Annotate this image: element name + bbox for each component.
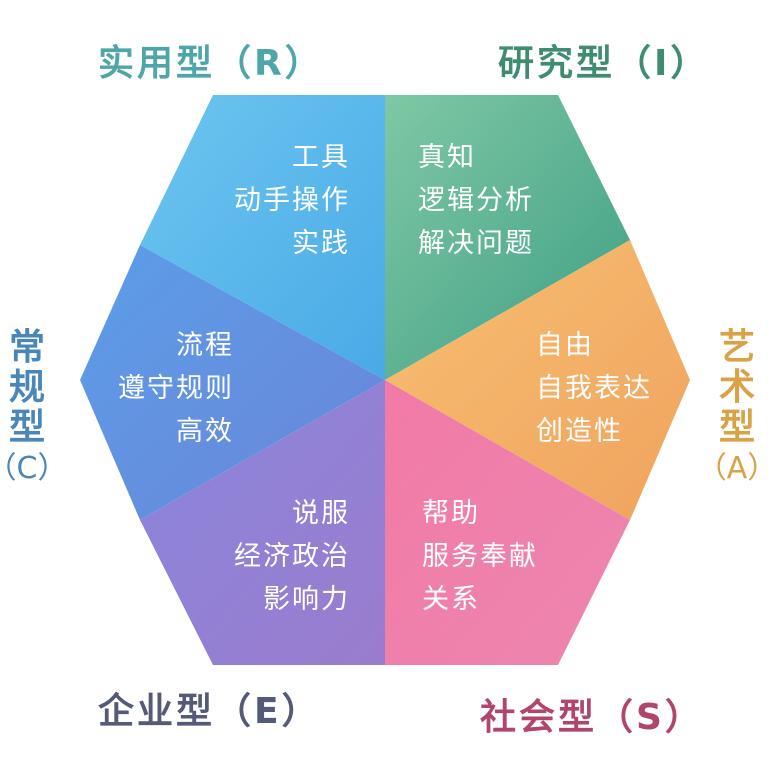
label-conventional-char-3: 型 xyxy=(8,407,45,448)
label-conventional: 常 规 型 （C） xyxy=(0,327,67,484)
keyword-enterprising-1: 说服 xyxy=(292,498,350,529)
label-investigative: 研究型（I） xyxy=(498,43,710,84)
keyword-social-2: 服务奉献 xyxy=(422,541,538,572)
keyword-artistic-2: 自我表达 xyxy=(536,373,652,404)
keyword-artistic-1: 自由 xyxy=(536,330,594,361)
keywords-social: 帮助 服务奉献 关系 xyxy=(422,492,538,621)
keyword-enterprising-2: 经济政治 xyxy=(234,541,350,572)
sector-investigative xyxy=(385,95,630,380)
keyword-realistic-3: 实践 xyxy=(292,228,350,259)
keyword-investigative-2: 逻辑分析 xyxy=(418,185,534,216)
label-enterprising: 企业型（E） xyxy=(98,691,321,732)
keyword-conventional-3: 高效 xyxy=(176,416,234,447)
keyword-enterprising-3: 影响力 xyxy=(263,584,350,615)
keyword-artistic-3: 创造性 xyxy=(536,416,623,447)
keywords-enterprising: 说服 经济政治 影响力 xyxy=(234,492,350,621)
label-conventional-code: （C） xyxy=(0,451,68,486)
label-artistic-char-1: 艺 xyxy=(718,327,755,368)
keyword-investigative-3: 解决问题 xyxy=(418,228,534,259)
sector-realistic xyxy=(140,95,385,380)
keyword-investigative-1: 真知 xyxy=(418,142,476,173)
sector-social xyxy=(385,380,630,665)
label-realistic: 实用型（R） xyxy=(98,43,324,84)
label-artistic-code: （A） xyxy=(696,451,768,486)
label-artistic-char-2: 术 xyxy=(718,367,755,408)
label-conventional-char-1: 常 xyxy=(8,327,45,368)
keywords-realistic: 工具 动手操作 实践 xyxy=(234,136,350,265)
label-conventional-char-2: 规 xyxy=(8,367,45,408)
sector-enterprising xyxy=(140,380,385,665)
keywords-conventional: 流程 遵守规则 高效 xyxy=(118,324,234,453)
keywords-investigative: 真知 逻辑分析 解决问题 xyxy=(418,136,534,265)
keyword-social-3: 关系 xyxy=(422,584,480,615)
label-social: 社会型（S） xyxy=(480,697,704,738)
sector-conventional xyxy=(80,245,385,520)
keyword-conventional-1: 流程 xyxy=(176,330,234,361)
keyword-social-1: 帮助 xyxy=(422,498,480,529)
keywords-artistic: 自由 自我表达 创造性 xyxy=(536,324,652,453)
keyword-realistic-1: 工具 xyxy=(292,142,350,173)
keyword-conventional-2: 遵守规则 xyxy=(118,373,234,404)
keyword-realistic-2: 动手操作 xyxy=(234,185,350,216)
sector-artistic xyxy=(385,240,690,520)
label-artistic-char-3: 型 xyxy=(718,407,755,448)
label-artistic: 艺 术 型 （A） xyxy=(697,327,768,484)
